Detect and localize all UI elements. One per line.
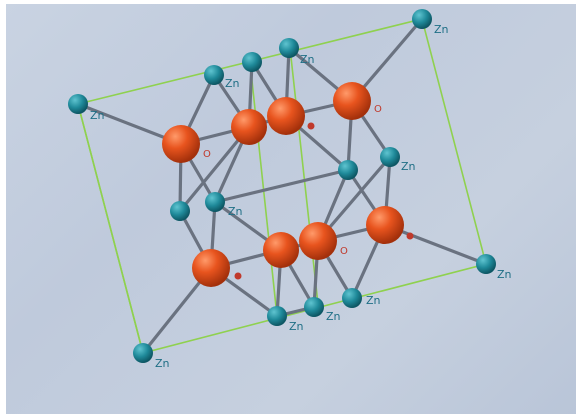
zinc-atom: [304, 297, 324, 317]
zn-label: Zn: [497, 268, 512, 281]
zn-label: Zn: [155, 357, 170, 370]
zinc-atom: [279, 38, 299, 58]
oxygen-marker: [406, 232, 414, 240]
zn-label: Zn: [225, 77, 240, 90]
zinc-atom: [380, 147, 400, 167]
oxygen-atom: [267, 97, 305, 135]
zinc-atom: [342, 288, 362, 308]
zn-label: Zn: [90, 109, 105, 122]
zn-label: Zn: [401, 160, 416, 173]
oxygen-marker: [307, 122, 315, 130]
zn-label: Zn: [366, 294, 381, 307]
oxygen-markers: [234, 122, 414, 280]
oxygen-atom: [299, 222, 337, 260]
zinc-atom: [476, 254, 496, 274]
unit-cell-edge: [289, 47, 319, 305]
zinc-atom: [204, 65, 224, 85]
oxygen-atom: [263, 232, 299, 268]
o-label: O: [203, 149, 211, 160]
zn-label: Zn: [300, 53, 315, 66]
zinc-atoms: [68, 9, 496, 363]
unit-cell-edge: [77, 103, 144, 354]
crystal-structure-panel: [6, 4, 576, 414]
oxygen-marker: [234, 272, 242, 280]
zinc-atom: [412, 9, 432, 29]
bond-network: [76, 17, 488, 355]
zinc-atom: [267, 306, 287, 326]
o-label: O: [340, 246, 348, 257]
zinc-atom: [205, 192, 225, 212]
zn-label: Zn: [434, 23, 449, 36]
zn-label: Zn: [326, 310, 341, 323]
zinc-atom: [68, 94, 88, 114]
zinc-atom: [242, 52, 262, 72]
zinc-atom: [338, 160, 358, 180]
oxygen-atom: [192, 249, 230, 287]
zn-label: Zn: [289, 320, 304, 333]
bond: [213, 168, 350, 204]
oxygen-atoms: [162, 82, 404, 287]
oxygen-atom: [162, 125, 200, 163]
oxygen-atom: [231, 109, 267, 145]
zinc-atom: [133, 343, 153, 363]
oxygen-atom: [333, 82, 371, 120]
atom-labels: Zn Zn Zn Zn Zn Zn Zn Zn Zn Zn Zn O O O: [90, 23, 512, 370]
zinc-atom: [170, 201, 190, 221]
zn-label: Zn: [228, 205, 243, 218]
oxygen-atom: [366, 206, 404, 244]
o-label: O: [374, 104, 382, 115]
bond: [178, 125, 251, 213]
